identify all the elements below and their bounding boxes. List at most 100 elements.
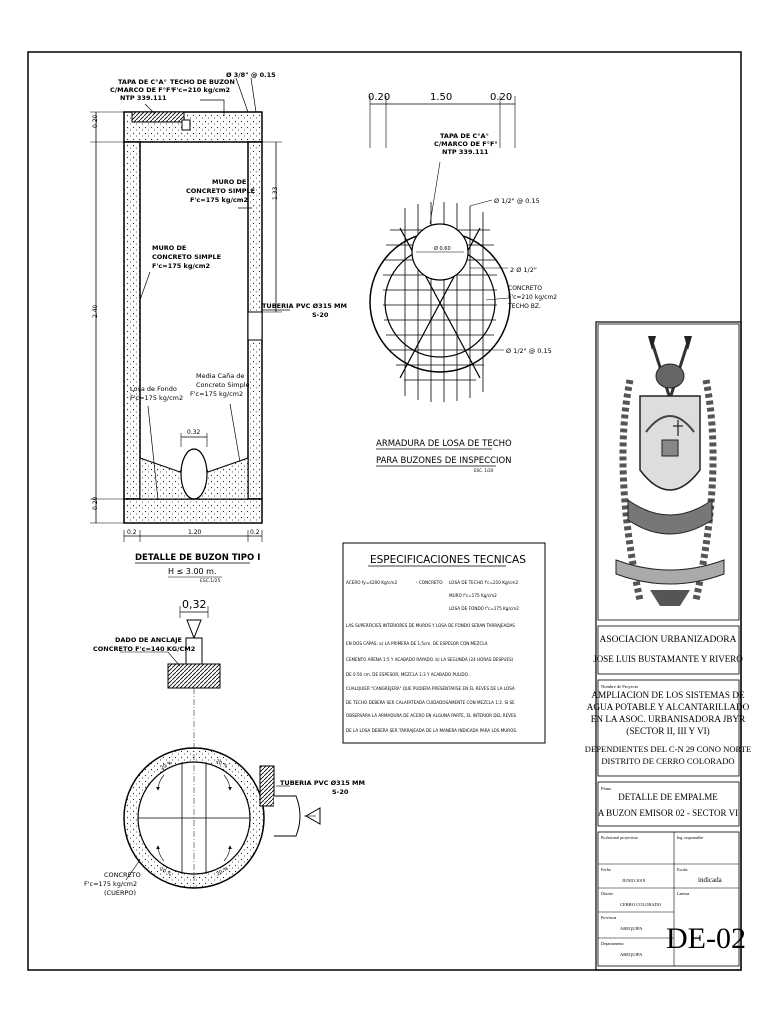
plan-tuberia-1: TUBERIA PVC Ø315 MM (280, 779, 365, 787)
slab-concreto-3: TECHO BZ. (507, 303, 541, 310)
section-losa-fondo-2: F'c=175 kg/cm2 (130, 394, 183, 402)
tb-sheet-number: DE-02 (666, 922, 746, 955)
tb-plano-1: DETALLE DE EMPALME (618, 792, 718, 802)
section-subtitle: H ≤ 3.00 m. (168, 567, 217, 576)
tb-org-2: JOSE LUIS BUSTAMANTE Y RIVERO (593, 654, 743, 664)
tb-provincia-label: Provincia (601, 915, 617, 920)
section-scale: ESC.1/25 (200, 578, 221, 584)
section-dim-bottom-center: 1.20 (188, 529, 202, 536)
specs-line-6: DE TECHO DEBERA SER CALAFATEADA CUIDADOS… (346, 700, 515, 705)
roof-slab-reinforcement-view: 0.20 1.50 0.20 (368, 92, 557, 473)
section-losa-fondo-1: Losa de Fondo (130, 385, 177, 393)
section-techo-1: TECHO DE BUZON (170, 78, 235, 86)
tb-distrito-label: Distrito (601, 891, 613, 896)
tb-ing-label: Ing. responsable (677, 835, 703, 840)
coat-of-arms-emblem (615, 336, 725, 606)
tb-project-1: AMPLIACION DE LOS SISTEMAS DE (591, 690, 745, 700)
plan-dim: 0,32 (182, 598, 207, 611)
specs-concreto: - CONCRETO (416, 580, 443, 585)
section-tapa-2: C/MARCO DE F°F° (110, 86, 174, 94)
slab-title-2: PARA BUZONES DE INSPECCION (376, 456, 512, 466)
svg-text:TUBERIA PVC Ø315 MMS-20: TUBERIA PVC Ø315 MMS-20 (280, 779, 365, 796)
plan-concreto-3: (CUERPO) (104, 889, 136, 897)
plan-dado-2: CONCRETO F'c=140 KG/CM2 (93, 645, 195, 653)
section-dim-pipe: 0.32 (187, 429, 201, 436)
section-media-cana-3: F'c=175 kg/cm2 (190, 390, 243, 398)
plan-tuberia-2: S-20 (332, 788, 349, 796)
section-muro-right-1: MURO DE (212, 178, 246, 186)
slab-dim-left: 0.20 (368, 92, 390, 103)
specs-line-7: OBSERVARA LA ARMADURA DE ACERO EN ALGUNA… (346, 713, 517, 718)
slab-dim-center: 1.50 (430, 92, 452, 103)
tb-distrito-value: CERRO COLORADO (620, 902, 662, 907)
section-tapa-1: TAPA DE C°A° (118, 78, 167, 86)
plan-quad-label-1: 20 % (160, 760, 174, 772)
tb-departamento-label: Departamento (601, 941, 624, 946)
section-muro-left-2: CONCRETO SIMPLE (152, 253, 221, 261)
section-muro-right-2: CONCRETO SIMPLE (186, 187, 255, 195)
tb-escala-label: Escala (677, 867, 688, 872)
tb-plano-2: A BUZON EMISOR 02 - SECTOR VI (598, 808, 738, 818)
slab-dim-right: 0.20 (490, 92, 512, 103)
specs-item-1: LOSA DE TECHO f'c=210 Kg/cm2 (449, 580, 518, 585)
tb-project-2: AGUA POTABLE Y ALCANTARILLADO (587, 702, 750, 712)
specs-title: ESPECIFICACIONES TECNICAS (370, 554, 526, 566)
section-techo-2: F'c=210 kg/cm2 (172, 86, 230, 94)
section-dim-mid: 1.33 (272, 186, 279, 200)
slab-rebar-bottom: Ø 1/2" @ 0.15 (506, 347, 552, 355)
specs-acero: ACERO fy=4200 Kg/cm2 (346, 580, 397, 585)
slab-concreto-2: F'c=210 kg/cm2 (508, 294, 557, 301)
section-tapa-3: NTP 339.111 (120, 94, 167, 102)
plan-concreto-2: F'c=175 kg/cm2 (84, 880, 137, 888)
section-dim-base: 0.20 (92, 496, 99, 510)
specs-line-8: DE LA LOSA DEBERA SER TARRAJEADA DE LA M… (346, 728, 517, 733)
section-tuberia-1: TUBERIA PVC Ø315 MM (262, 302, 347, 310)
section-tuberia-2: S-20 (312, 311, 329, 319)
tb-provincia-value: AREQUIPA (620, 926, 643, 931)
specs-item-3: LOSA DE FONDO f'c=175 Kg/cm2 (449, 606, 519, 611)
tb-escala-value: indicada (698, 876, 723, 884)
section-title: DETALLE DE BUZON TIPO I (135, 553, 260, 563)
manhole-section-view: TAPA DE C°A°C/MARCO DE F°F°NTP 339.111 T… (90, 71, 347, 584)
tb-profesional-label: Profesional proyectista (601, 835, 638, 840)
tb-project-3: EN LA ASOC. URBANISADORA JBYR (591, 714, 746, 724)
slab-concreto-1: CONCRETO (508, 285, 542, 292)
slab-scale: ESC. 1/20 (474, 468, 494, 473)
plan-quad-label-2: 20 % (215, 758, 229, 770)
tb-departamento-value: AREQUIPA (620, 952, 643, 957)
section-dim-bottom-left: 0.2 (127, 529, 137, 536)
manhole-plan-view: 0,32 20 % 20 % 20 % 20 % DADO DE ANCLAJE… (84, 598, 365, 897)
svg-text:TAPA DE C°A°C/MARCO DE F°F°NTP: TAPA DE C°A°C/MARCO DE F°F°NTP 339.111 (434, 132, 498, 156)
tb-org-1: ASOCIACION URBANIZADORA (600, 635, 737, 645)
section-muro-right-3: F'c=175 kg/cm2 (190, 196, 248, 204)
svg-text:TAPA DE C°A°C/MARCO DE F°F°NTP: TAPA DE C°A°C/MARCO DE F°F°NTP 339.111 (110, 78, 174, 102)
section-media-cana-2: Concreto Simple (196, 381, 250, 389)
tb-project-5: DEPENDIENTES DEL C-N 29 CONO NORTE (585, 744, 752, 754)
section-dim-top: 0.20 (92, 114, 99, 128)
tb-fecha-value: JUNIO 2018 (622, 878, 646, 883)
section-muro-left-1: MURO DE (152, 244, 186, 252)
slab-rebar-mid: 2 Ø 1/2" (510, 266, 537, 274)
specs-line-2: EN DOS CAPAS: a) LA PRIMERA DE 1.5cm. DE… (346, 641, 488, 646)
tb-fecha-label: Fecha (601, 867, 611, 872)
tb-project-4: (SECTOR II, III Y VI) (626, 726, 709, 736)
section-dim-bottom-right: 0.2 (250, 529, 260, 536)
plan-quad-label-3: 20 % (159, 866, 173, 878)
specs-line-5: CUALQUIER "CANGREJERA" QUE PUDIERA PRESE… (346, 686, 515, 691)
section-dim-height: 2.40 (92, 304, 99, 318)
technical-specifications: ESPECIFICACIONES TECNICAS ACERO fy=4200 … (342, 542, 546, 744)
specs-item-2: MURO f'c=175 Kg/cm2 (449, 593, 497, 598)
tb-project-6: DISTRITO DE CERRO COLORADO (601, 756, 734, 766)
slab-tapa-1: TAPA DE C°A° (440, 132, 489, 140)
slab-rebar-top: Ø 1/2" @ 0.15 (494, 197, 540, 205)
plan-quad-label-4: 20 % (216, 866, 230, 878)
svg-text:TUBERIA PVC Ø315 MMS-20: TUBERIA PVC Ø315 MMS-20 (262, 302, 347, 319)
tb-plano-label: Plano (601, 786, 612, 791)
slab-title-1: ARMADURA DE LOSA DE TECHO (376, 439, 512, 449)
slab-tapa-3: NTP 339.111 (442, 148, 489, 156)
